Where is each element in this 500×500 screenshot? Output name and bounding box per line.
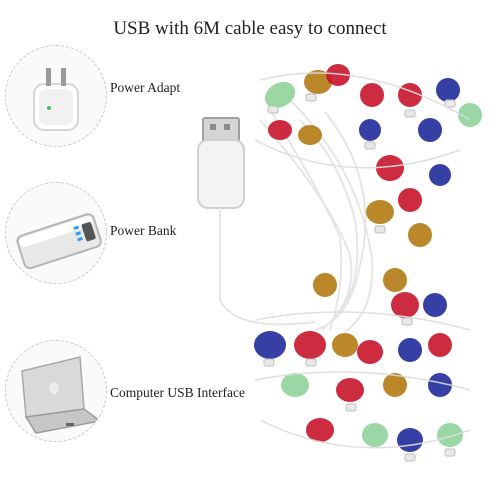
laptop-image — [5, 340, 107, 442]
option-label-computer-usb: Computer USB Interface — [110, 385, 245, 400]
laptop-icon — [21, 356, 102, 434]
power-bank-image — [5, 182, 107, 284]
option-label-power-bank: Power Bank — [110, 223, 177, 238]
power-adapter-image — [5, 45, 107, 147]
power-adapter-icon — [33, 68, 79, 131]
power-bank-icon — [16, 213, 102, 270]
headline: USB with 6M cable easy to connect — [113, 18, 387, 39]
option-label-power-adapter: Power Adapt — [110, 80, 181, 95]
usb-plug-icon — [197, 117, 245, 209]
